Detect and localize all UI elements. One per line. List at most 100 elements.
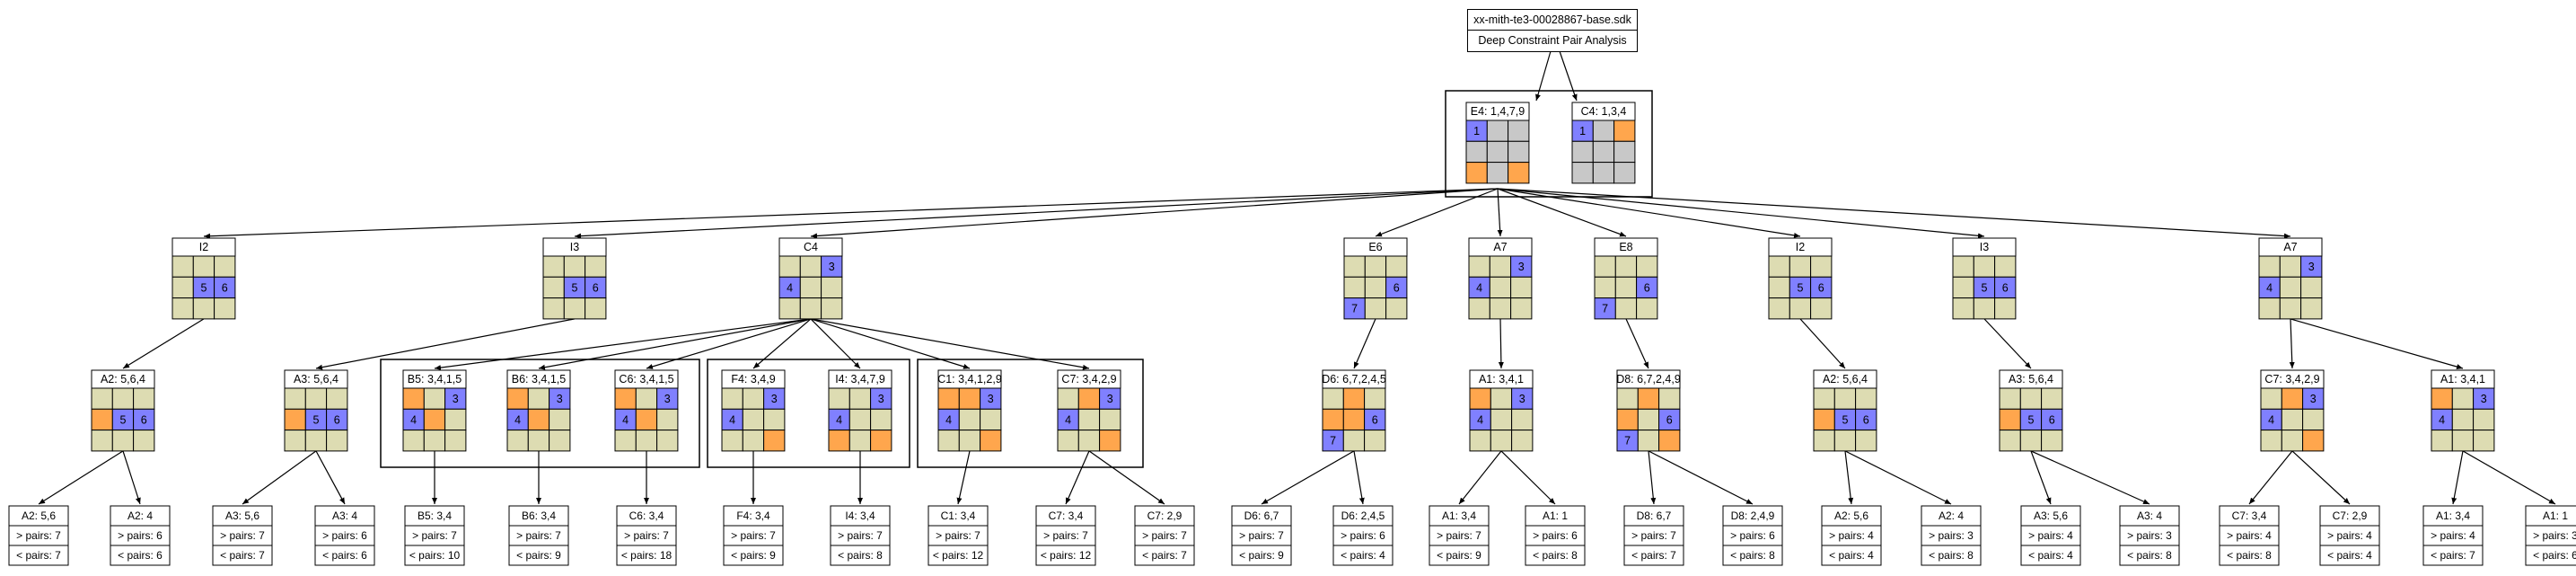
header-box: xx-mith-te3-00028867-base.sdk Deep Const…	[1467, 9, 1638, 52]
level2-node-7-cell-7	[828, 430, 850, 452]
level2-node-14-cell-4	[1999, 408, 2021, 431]
leaf-node-11-label: C7: 3,4	[1049, 510, 1084, 522]
leaf-node-3-gt-pairs: > pairs: 7	[220, 529, 265, 542]
level2-node-7-cell-9	[870, 430, 892, 452]
root-node-2: C4: 1,3,41	[1571, 102, 1636, 184]
level2-node-6-cell-3-digit: 3	[771, 393, 778, 405]
level1-node-9-cell-4-digit: 4	[2266, 281, 2273, 294]
level1-node-1-cell-6-digit: 6	[222, 281, 228, 294]
edge-level1-to-level2-16	[2290, 318, 2464, 369]
level2-node-15-cell-7	[2260, 430, 2282, 452]
edge-root-to-level1-3	[810, 188, 1499, 239]
edge-root-to-level1-7	[1497, 188, 1801, 238]
level2-node-14-cell-8	[2019, 430, 2043, 452]
edge-level1-to-level2-10	[1353, 318, 1376, 369]
level1-node-7-cell-2	[1789, 255, 1812, 278]
level2-node-13-cell-5-digit: 5	[1842, 413, 1848, 426]
leaf-node-20-gt-pairs: > pairs: 3	[1929, 529, 1974, 542]
level1-node-4-cell-1	[1343, 255, 1366, 278]
level2-node-1-cell-4	[91, 408, 113, 431]
level1-node-1-cell-2	[192, 255, 215, 278]
edge-level2-to-leaf-17	[1648, 450, 1657, 505]
level1-node-6-cell-1	[1594, 255, 1616, 278]
edge-level2-to-leaf-26	[2462, 450, 2556, 505]
leaf-node-19-row-3	[1821, 545, 1882, 566]
level2-node-4-cell-5	[527, 408, 550, 431]
edge-level2-to-leaf-22	[2030, 450, 2150, 505]
level2-node-8-cell-3-digit: 3	[988, 393, 994, 405]
level1-node-6-cell-8	[1614, 297, 1638, 320]
leaf-node-9-label: I4: 3,4	[845, 510, 875, 522]
edge-level1-to-level2-11	[1498, 318, 1504, 369]
level2-node-9: C7: 3,4,2,934	[1057, 369, 1121, 452]
level1-node-2-cell-2	[563, 255, 586, 278]
level1-node-9-cell-7	[2258, 297, 2281, 320]
leaf-node-19: A2: 5,6> pairs: 4< pairs: 4	[1821, 505, 1882, 566]
level2-node-10-cell-7-digit: 7	[1330, 435, 1336, 448]
edge-level2-to-leaf-16	[1500, 450, 1556, 505]
leaf-node-26-lt-pairs: < pairs: 6	[2533, 549, 2576, 562]
leaf-node-23-lt-pairs: < pairs: 8	[2227, 549, 2272, 562]
leaf-node-15-row-3	[1429, 545, 1490, 566]
level1-node-5-cell-3-digit: 3	[1518, 261, 1525, 273]
edge-level1-to-level2-12	[1625, 318, 1649, 369]
level1-node-8-label: I3	[1980, 241, 1989, 253]
leaf-node-10-lt-pairs: < pairs: 12	[933, 549, 984, 562]
leaf-node-9-gt-pairs: > pairs: 7	[838, 529, 883, 542]
level1-node-3-cell-5	[799, 276, 822, 299]
level2-node-2-cell-9	[326, 430, 348, 452]
edge-level2-to-leaf-3	[242, 450, 317, 505]
level2-node-16: A1: 3,4,134	[2431, 369, 2495, 452]
cluster-f4-i4	[707, 359, 910, 468]
edge-level1-to-level2-6	[752, 318, 812, 369]
leaf-node-1-lt-pairs: < pairs: 7	[16, 549, 61, 562]
level2-node-13-cell-8	[1833, 430, 1857, 452]
leaf-node-12-gt-pairs: > pairs: 7	[1142, 529, 1187, 542]
root-node-2-cell-2	[1592, 120, 1615, 142]
leaf-node-20-row-3	[1921, 545, 1982, 566]
leaf-node-4-label: A3: 4	[332, 510, 357, 522]
level2-node-13-cell-7	[1813, 430, 1835, 452]
leaf-node-26: A1: 1> pairs: 3< pairs: 6	[2525, 505, 2576, 566]
leaf-node-23-label: C7: 3,4	[2232, 510, 2267, 522]
level2-node-5-cell-4-digit: 4	[622, 413, 629, 426]
level1-node-7-cell-7	[1768, 297, 1790, 320]
edge-level2-to-leaf-14	[1353, 450, 1365, 505]
level2-node-8: C1: 3,4,1,2,934	[937, 369, 1002, 452]
level2-node-5-cell-1	[614, 387, 637, 410]
level2-node-1-label: A2: 5,6,4	[101, 373, 145, 385]
leaf-node-10-row-3	[928, 545, 989, 566]
level1-node-5-cell-6	[1510, 276, 1533, 299]
level2-node-15-label: C7: 3,4,2,9	[2264, 373, 2319, 385]
leaf-node-24: C7: 2,9> pairs: 4< pairs: 4	[2319, 505, 2380, 566]
level1-node-8-cell-5-digit: 5	[1981, 281, 1987, 294]
level1-node-8-cell-8	[1973, 297, 1996, 320]
level1-node-8-cell-2	[1973, 255, 1996, 278]
leaf-node-22-lt-pairs: < pairs: 8	[2127, 549, 2172, 562]
leaf-node-13-gt-pairs: > pairs: 7	[1239, 529, 1284, 542]
leaf-node-25-gt-pairs: > pairs: 4	[2431, 529, 2475, 542]
level1-node-9-label: A7	[2283, 241, 2297, 253]
leaf-node-23: C7: 3,4> pairs: 4< pairs: 8	[2219, 505, 2280, 566]
leaf-node-6-gt-pairs: > pairs: 7	[516, 529, 561, 542]
level1-node-4-cell-9	[1385, 297, 1408, 320]
edge-header-to-c4	[1559, 50, 1578, 102]
level2-node-12-cell-4	[1616, 408, 1639, 431]
level2-node-5: C6: 3,4,1,534	[614, 369, 679, 452]
level2-node-15-cell-3-digit: 3	[2310, 393, 2317, 405]
leaf-node-15-lt-pairs: < pairs: 9	[1437, 549, 1481, 562]
edge-level1-to-level2-14	[1983, 318, 2032, 369]
level1-node-8-cell-9	[1994, 297, 2017, 320]
leaf-node-17-lt-pairs: < pairs: 7	[1631, 549, 1676, 562]
level2-node-11-cell-5	[1490, 408, 1513, 431]
leaf-node-6-label: B6: 3,4	[522, 510, 556, 522]
leaf-node-14-lt-pairs: < pairs: 4	[1341, 549, 1385, 562]
level1-node-1-cell-1	[171, 255, 194, 278]
level1-node-6-cell-5	[1614, 276, 1638, 299]
level1-node-1-label: I2	[199, 241, 208, 253]
level2-node-9-cell-5	[1077, 408, 1101, 431]
